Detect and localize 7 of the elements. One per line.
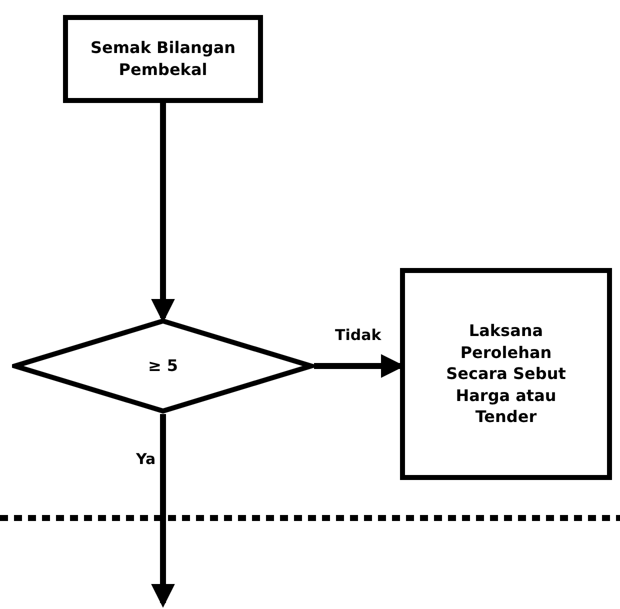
step-text: Semak Bilangan Pembekal — [89, 37, 237, 81]
arrow — [151, 414, 175, 608]
step-text: Laksana Perolehan Secara Sebut Harga atau Tender — [445, 320, 567, 428]
process-box — [400, 268, 612, 480]
decision-text: ≥ 5 — [148, 355, 178, 377]
process-box — [63, 15, 263, 103]
decision-diamond — [12, 318, 314, 414]
